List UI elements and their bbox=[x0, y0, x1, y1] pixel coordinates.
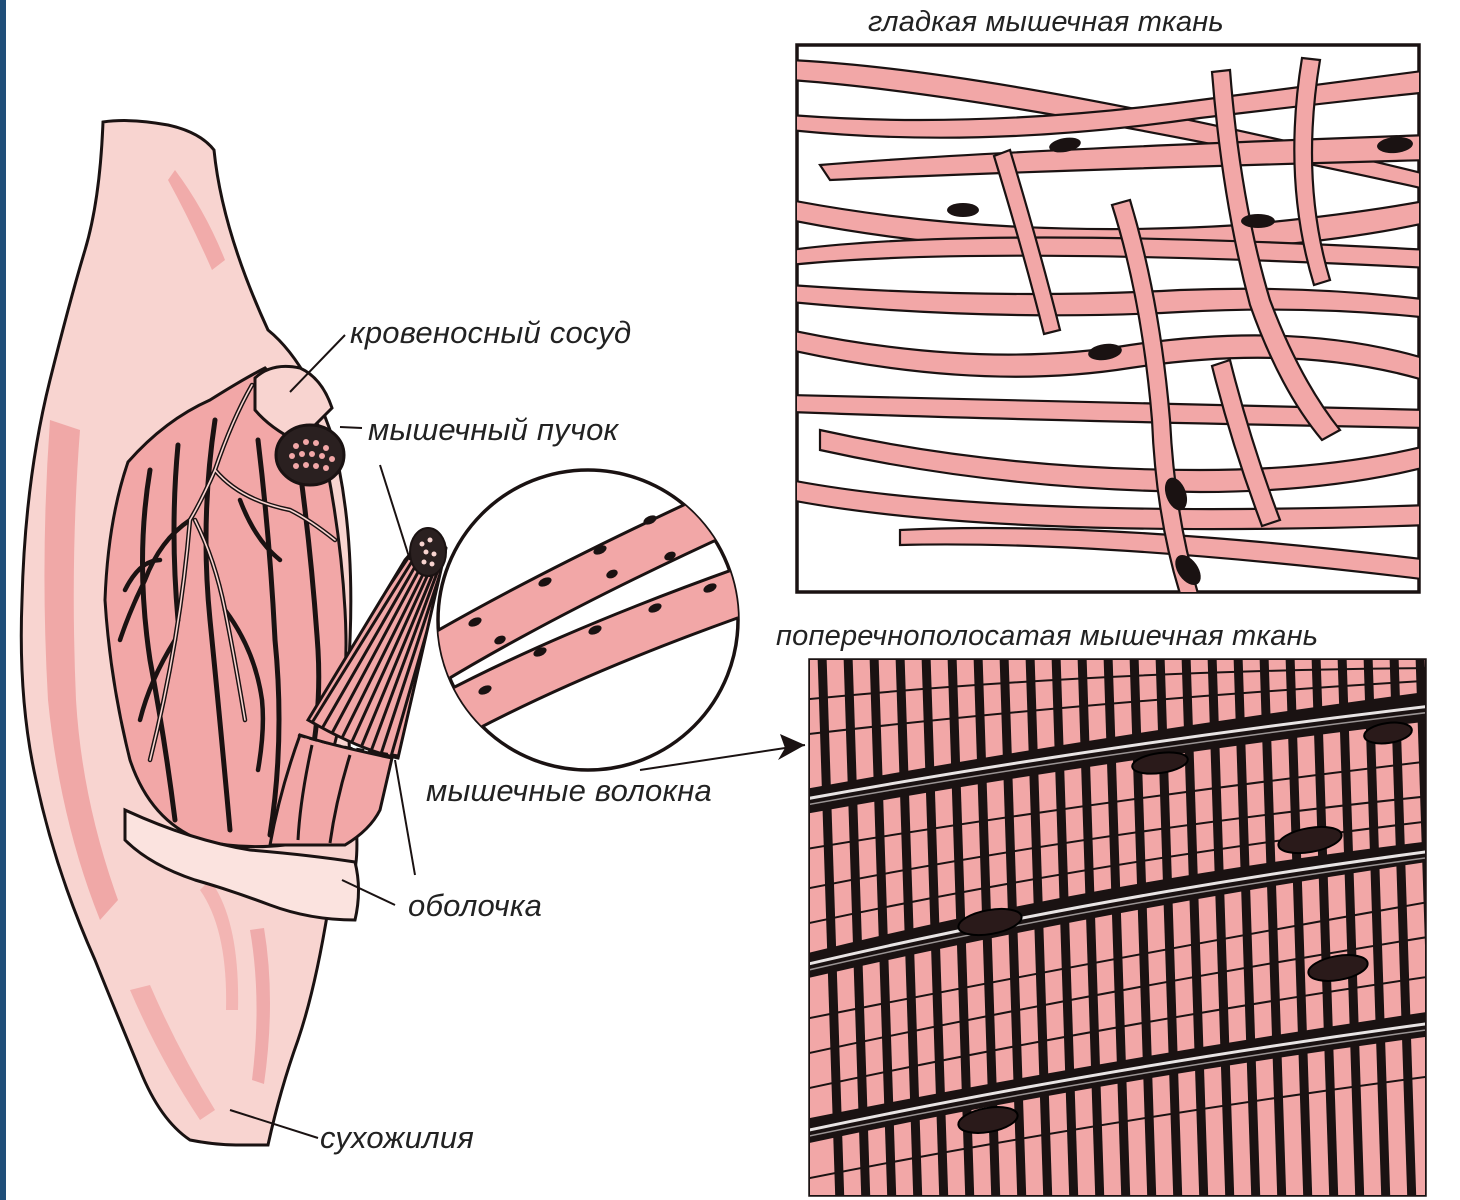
muscle-bundle-label: мышечный пучок bbox=[368, 412, 618, 448]
muscle-fibers-label: мышечные волокна bbox=[426, 773, 712, 809]
arrow-icon bbox=[778, 734, 805, 760]
magnified-fibers-circle bbox=[430, 470, 760, 770]
sheath-label: оболочка bbox=[408, 888, 542, 924]
striated-muscle-panel bbox=[800, 655, 1440, 1200]
striated-muscle-title: поперечнополосатая мышечная ткань bbox=[776, 620, 1318, 653]
smooth-muscle-title: гладкая мышечная ткань bbox=[868, 6, 1224, 39]
blood-vessel-label: кровеносный сосуд bbox=[350, 315, 631, 351]
tendon-label: сухожилия bbox=[320, 1120, 474, 1156]
smooth-muscle-panel bbox=[790, 45, 1430, 600]
whole-muscle bbox=[21, 121, 448, 1145]
